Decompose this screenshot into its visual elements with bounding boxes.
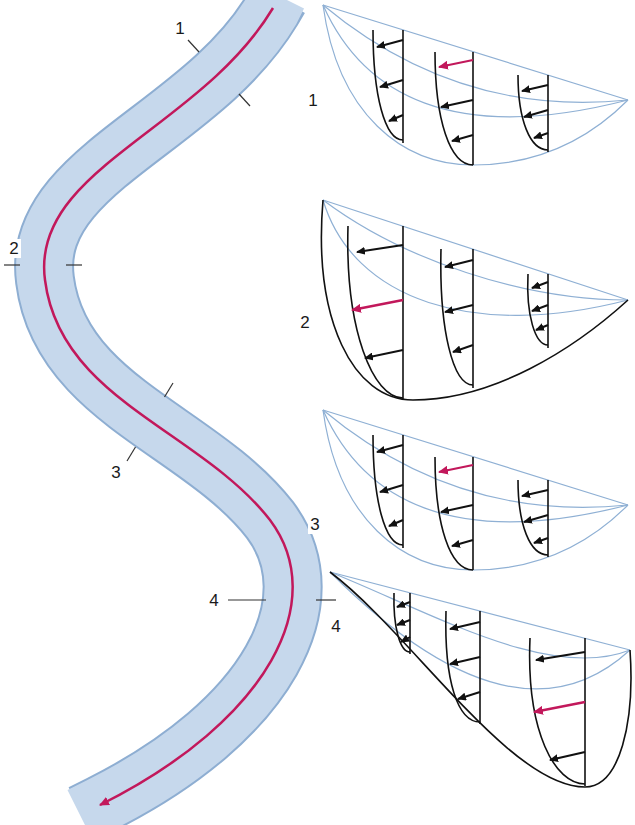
section-number: 1	[306, 91, 319, 110]
velocity-profile	[323, 5, 628, 165]
velocity-profile	[321, 200, 628, 400]
section-number: 3	[308, 515, 321, 534]
section-number: 2	[7, 239, 20, 258]
river-channel	[44, 0, 293, 815]
section-ticks	[4, 40, 336, 600]
section-number: 2	[298, 313, 311, 332]
section-number: 1	[173, 19, 186, 38]
section-number: 4	[207, 591, 220, 610]
velocity-profile	[330, 572, 631, 787]
velocity-profile	[323, 410, 628, 570]
section-number: 4	[329, 617, 342, 636]
section-number: 3	[109, 463, 122, 482]
